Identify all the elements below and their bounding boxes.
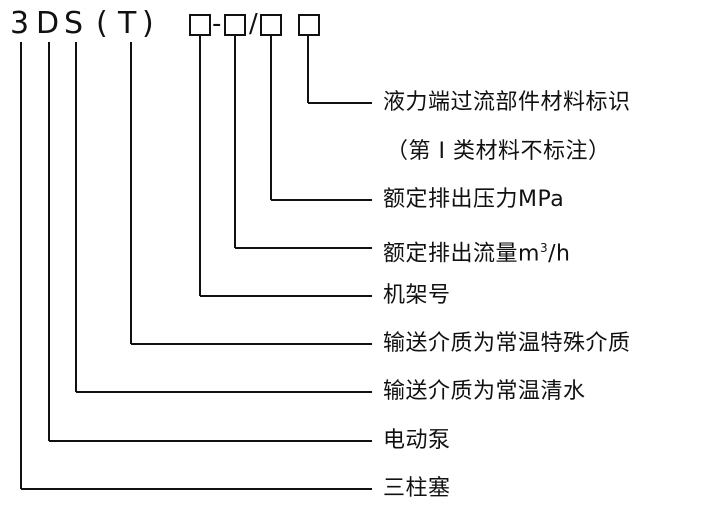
label-special-temp-medium: 输送介质为常温特殊介质 xyxy=(383,331,631,356)
code-letter-d: D xyxy=(36,6,60,41)
label-rated-flow-text: 额定排出流量m xyxy=(383,241,540,267)
frame-no-box xyxy=(189,14,211,36)
code-dash: - xyxy=(212,9,222,39)
label-frame-no: 机架号 xyxy=(383,283,451,308)
label-rated-flow-sup: 3 xyxy=(539,241,549,255)
code-letter-s: S xyxy=(64,6,84,41)
label-rated-flow: 额定排出流量m3/h xyxy=(383,234,570,268)
label-rated-pressure: 额定排出压力MPa xyxy=(383,187,565,212)
label-wetted-material-note: （第 I 类材料不标注） xyxy=(386,139,611,164)
pressure-box xyxy=(260,14,282,36)
flow-box xyxy=(224,14,246,36)
label-triplex-plunger: 三柱塞 xyxy=(383,476,451,501)
code-digit-3: 3 xyxy=(10,6,30,41)
label-clean-water-medium: 输送介质为常温清水 xyxy=(383,379,586,404)
label-electric-pump: 电动泵 xyxy=(383,428,451,453)
label-rated-flow-unit: /h xyxy=(548,241,571,267)
code-letter-t: T xyxy=(118,6,137,41)
code-slash: / xyxy=(249,9,258,39)
code-paren-open: ( xyxy=(96,6,108,41)
material-box xyxy=(298,14,320,36)
code-paren-close: ) xyxy=(142,6,154,41)
label-wetted-material: 液力端过流部件材料标识 xyxy=(383,90,631,115)
